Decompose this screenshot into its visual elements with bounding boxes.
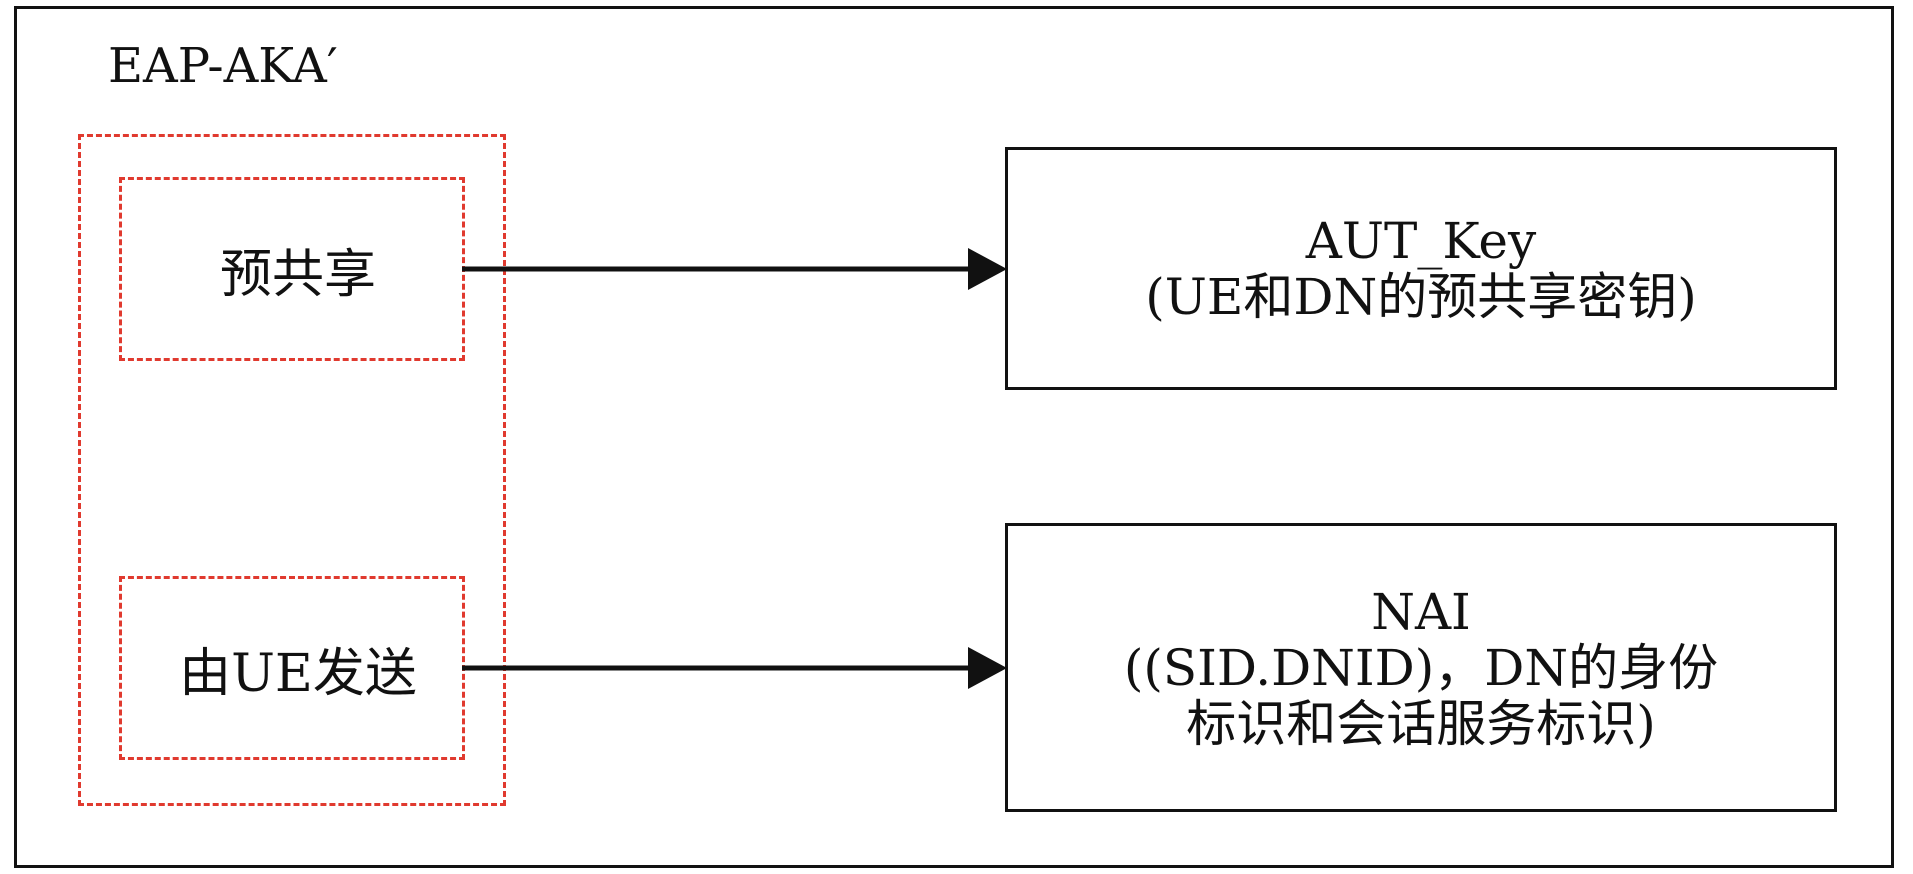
target-line: (UE和DN的预共享密钥)	[1145, 267, 1697, 326]
source-label-preshared: 预共享	[219, 244, 376, 305]
target-line: NAI	[1371, 582, 1471, 641]
source-label-sent-by-ue: 由UE发送	[179, 643, 417, 704]
target-line: ((SID.DNID)，DN的身份	[1123, 638, 1719, 697]
arrowhead-bottom	[968, 647, 1007, 689]
target-line: 标识和会话服务标识)	[1186, 694, 1656, 753]
eap-aka-group	[78, 134, 506, 806]
arrowhead-top	[968, 248, 1007, 290]
target-box-aut-key: AUT_Key (UE和DN的预共享密钥)	[1005, 147, 1837, 390]
target-line: AUT_Key	[1305, 211, 1537, 270]
source-box-sent-by-ue: 由UE发送	[119, 576, 465, 760]
target-box-nai: NAI ((SID.DNID)，DN的身份 标识和会话服务标识)	[1005, 523, 1837, 812]
diagram-frame	[14, 6, 1894, 868]
diagram-title: EAP-AKA′	[108, 38, 338, 94]
